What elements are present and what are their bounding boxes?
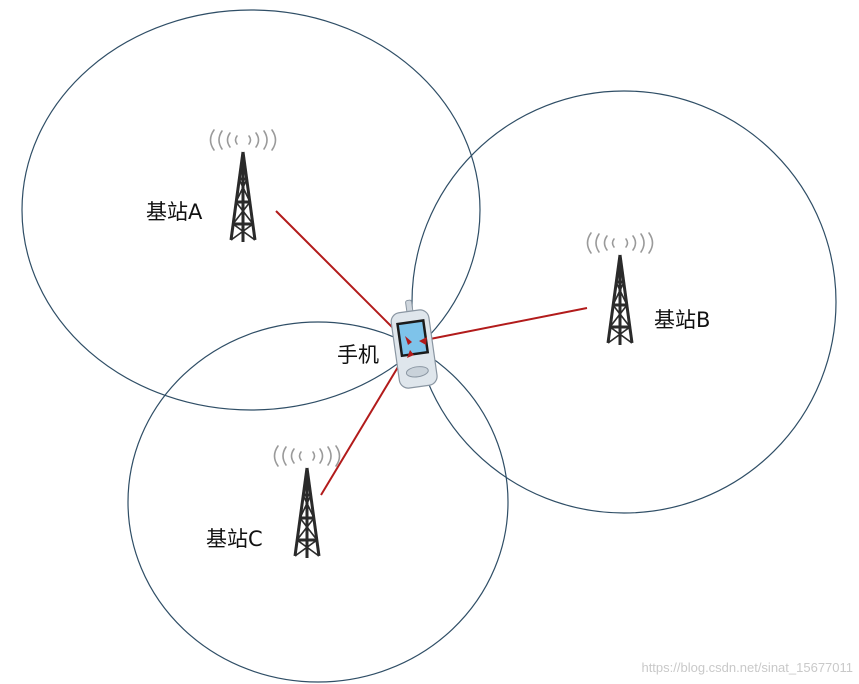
station-c-label: 基站C	[206, 527, 263, 551]
coverage-circle-a	[21, 9, 481, 411]
cell-tower-icon	[273, 444, 341, 560]
phone-label: 手机	[337, 343, 379, 367]
station-b-label: 基站B	[654, 308, 710, 332]
watermark-text: https://blog.csdn.net/sinat_15677011	[641, 660, 853, 675]
signal-line-a	[275, 210, 406, 341]
cell-tower-icon	[209, 128, 277, 244]
signal-line-b	[424, 307, 588, 341]
station-a-label: 基站A	[146, 200, 203, 224]
coverage-circle-c	[127, 321, 509, 683]
cell-tower-icon	[586, 231, 654, 347]
coverage-circle-b	[411, 90, 837, 514]
signal-line-c	[320, 351, 408, 496]
mobile-phone-icon	[390, 299, 438, 389]
